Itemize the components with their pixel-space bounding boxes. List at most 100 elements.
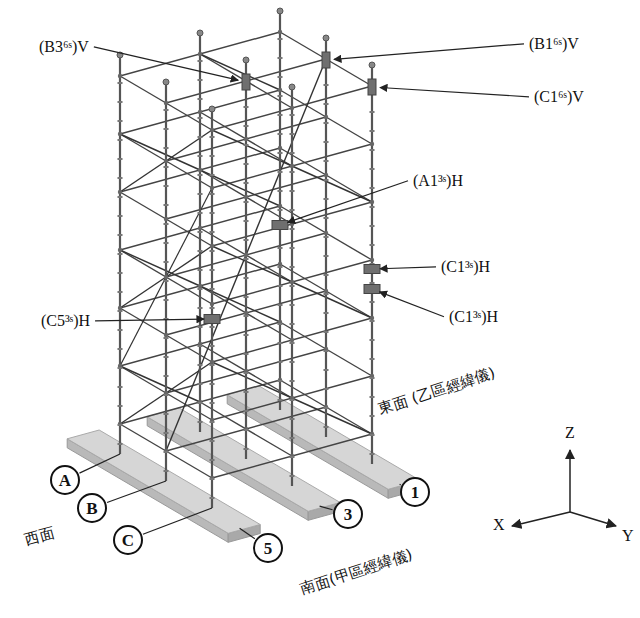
joint [164, 159, 168, 163]
post-node [210, 364, 215, 366]
joint [244, 253, 248, 257]
leader-line [143, 508, 212, 534]
post-node [164, 375, 169, 377]
post-node [370, 358, 375, 360]
post-node [210, 497, 215, 499]
post-node [324, 141, 329, 143]
post-node [290, 209, 295, 211]
post-node [198, 136, 203, 138]
post-node [210, 421, 215, 423]
leader-line [240, 528, 255, 539]
post [199, 35, 201, 432]
post-node [324, 388, 329, 390]
joint [164, 333, 168, 337]
post-node [290, 399, 295, 401]
post-node [118, 82, 123, 84]
leader-arrow [288, 181, 408, 223]
post-node [198, 231, 203, 233]
post-node [244, 182, 249, 184]
joint [210, 302, 214, 306]
face-label: 南面(甲區經緯儀) [297, 546, 415, 598]
post-node [244, 144, 249, 146]
axis-y [570, 512, 616, 526]
post-node [118, 291, 123, 293]
post-node [118, 196, 123, 198]
post [211, 111, 213, 508]
joint [118, 74, 122, 78]
post-node [210, 440, 215, 442]
joint [370, 258, 374, 262]
post-node [278, 57, 283, 59]
post-node [324, 426, 329, 428]
joint [324, 405, 328, 409]
brace [120, 250, 200, 286]
joint [118, 364, 122, 368]
joint [244, 137, 248, 141]
post-node [198, 79, 203, 81]
post-node [278, 285, 283, 287]
post-node [370, 111, 375, 113]
joint [324, 231, 328, 235]
sensor [322, 52, 330, 68]
joint [118, 248, 122, 252]
post-node [324, 255, 329, 257]
post-node [198, 269, 203, 271]
post-node [244, 410, 249, 412]
joint [210, 360, 214, 364]
post-node [244, 372, 249, 374]
post-node [118, 253, 123, 255]
leader-arrow [94, 47, 238, 80]
joint [278, 88, 282, 92]
base-beam-side [67, 439, 228, 543]
post-node [290, 152, 295, 154]
post-node [290, 361, 295, 363]
axis-z [569, 450, 571, 512]
post-node [278, 380, 283, 382]
post-node [370, 244, 375, 246]
post-node [118, 329, 123, 331]
post-node [244, 163, 249, 165]
post-node [370, 415, 375, 417]
grid-line-marker: 5 [253, 533, 283, 563]
post-node [324, 217, 329, 219]
joint [370, 374, 374, 378]
post-node [324, 369, 329, 371]
post-node [198, 98, 203, 100]
joint [210, 418, 214, 422]
joint [244, 195, 248, 199]
post [291, 89, 293, 486]
joint [324, 173, 328, 177]
post-node [164, 394, 169, 396]
post-node [164, 280, 169, 282]
sensor-label: (B3⁶ˢ)V [38, 38, 90, 56]
post-node [210, 326, 215, 328]
post-node [244, 315, 249, 317]
post-node [118, 386, 123, 388]
joint [198, 400, 202, 404]
post-node [290, 304, 295, 306]
post-node [278, 247, 283, 249]
joint [278, 262, 282, 266]
post-node [210, 250, 215, 252]
post-node [210, 459, 215, 461]
post-node [370, 187, 375, 189]
post-node [244, 334, 249, 336]
brace [120, 134, 200, 170]
post-cap [369, 62, 375, 68]
post-node [164, 451, 169, 453]
post-node [210, 231, 215, 233]
leader-line [79, 454, 120, 473]
sensor [364, 285, 380, 294]
grid-label: C [122, 532, 134, 549]
post-node [290, 266, 295, 268]
joint [198, 226, 202, 230]
post-node [244, 258, 249, 260]
joint [370, 142, 374, 146]
post-node [278, 342, 283, 344]
brace [292, 282, 372, 318]
post-node [198, 117, 203, 119]
post-node [290, 418, 295, 420]
grid-line-marker: C [113, 525, 143, 555]
post-node [324, 179, 329, 181]
sensor-label: (C1³ˢ)H [448, 308, 499, 326]
